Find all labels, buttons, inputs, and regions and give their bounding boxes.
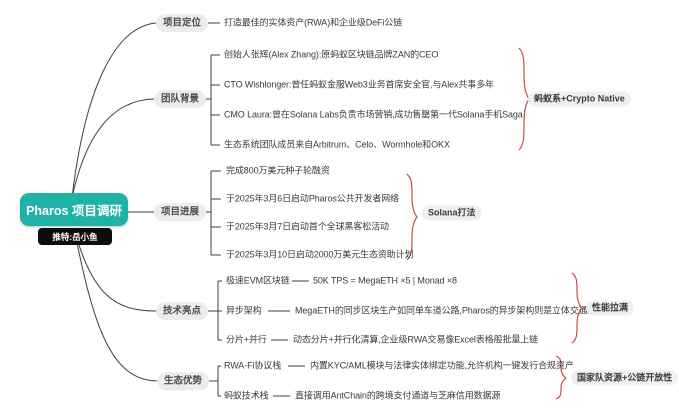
- twitter-badge[interactable]: 推特:岳小鱼: [38, 228, 112, 245]
- branch-label-team[interactable]: 团队背景: [154, 90, 207, 108]
- branch-label-progress[interactable]: 项目进展: [154, 203, 207, 221]
- topic-async-label[interactable]: 异步架构: [226, 305, 262, 316]
- topic-ant-label[interactable]: 蚂蚁技术栈: [224, 390, 269, 401]
- root-node[interactable]: Pharos 项目调研: [20, 193, 128, 226]
- tech-elbows: [204, 280, 309, 341]
- topic-positioning-statement[interactable]: 打造最佳的实体资产(RWA)和企业级DeFi公链: [224, 17, 403, 28]
- brace-progress: [406, 173, 418, 261]
- branch-curves: [71, 22, 158, 382]
- progress-elbows: [202, 170, 221, 256]
- topic-evm-desc[interactable]: 50K TPS = MegaETH ×5 | Monad ×8: [313, 275, 457, 286]
- topic-devnet[interactable]: 于2025年3月6日启动Pharos公共开发者网络: [226, 193, 400, 204]
- brace-tech: [571, 272, 583, 344]
- summary-eco[interactable]: 国家队资源+公链开放性: [571, 370, 679, 386]
- topic-cmo[interactable]: CMO Laura:曾在Solana Labs负责市场营销,成功售罄第一代Sol…: [224, 109, 523, 120]
- summary-team[interactable]: 蚂蚁系+Crypto Native: [528, 91, 631, 107]
- topic-founder[interactable]: 创始人张辉(Alex Zhang):原蚂蚁区块链品牌ZAN的CEO: [224, 49, 439, 60]
- topic-eco-team[interactable]: 生态系统团队成员来自Arbitrum、Celo、Wormhole和OKX: [224, 139, 450, 150]
- topic-cto[interactable]: CTO Wishlonger:曾任蚂蚁金服Web3业务首席安全官,与Alex共事…: [224, 79, 495, 90]
- team-elbows: [202, 54, 220, 146]
- topic-ant-desc[interactable]: 直接调用AntChain的跨境支付通道与芝麻信用数据源: [295, 390, 501, 401]
- branch-label-positioning[interactable]: 项目定位: [156, 14, 209, 32]
- topic-shard-desc[interactable]: 动态分片+并行化清算,企业级RWA交易像Excel表格般批量上链: [293, 334, 539, 345]
- topic-hackathon[interactable]: 于2025年3月7日启动首个全球黑客松活动: [226, 221, 389, 232]
- topic-shard-label[interactable]: 分片+并行: [226, 334, 267, 345]
- topic-seed-round[interactable]: 完成800万美元种子轮融资: [226, 165, 330, 176]
- topic-async-desc[interactable]: MegaETH的同步区块生产如同单车道公路,Pharos的异步架构则是立体交通网: [295, 305, 597, 316]
- branch-label-tech[interactable]: 技术亮点: [156, 302, 209, 320]
- branch-label-eco[interactable]: 生态优势: [157, 372, 210, 390]
- topic-evm-label[interactable]: 极速EVM区块链: [226, 275, 290, 286]
- brace-eco: [555, 355, 568, 400]
- topic-rwafi-label[interactable]: RWA-Fi协议栈: [224, 360, 282, 371]
- topic-rwafi-desc[interactable]: 内置KYC/AML模块与法律实体绑定功能,允许机构一键发行合规资产: [310, 360, 574, 371]
- topic-grant[interactable]: 于2025年3月10日启动2000万美元生态资助计划: [226, 249, 414, 260]
- eco-elbows: [205, 365, 305, 397]
- summary-progress[interactable]: Solana打法: [422, 205, 482, 221]
- summary-tech[interactable]: 性能拉满: [586, 300, 635, 316]
